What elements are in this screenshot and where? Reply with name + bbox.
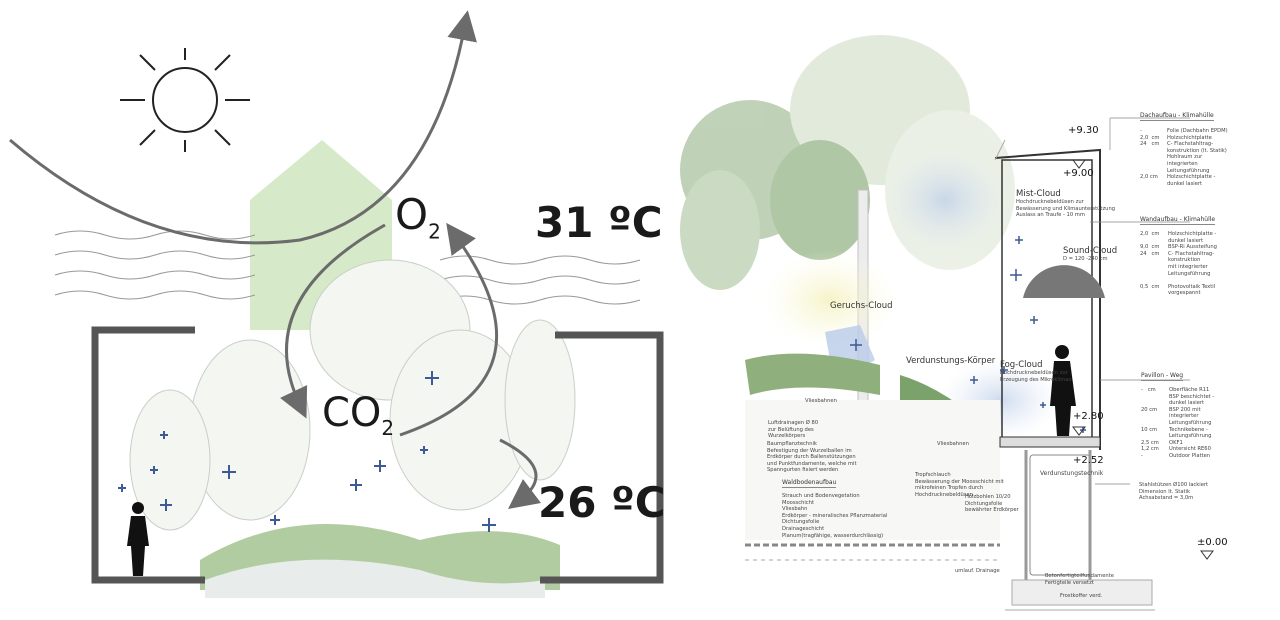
ground-mound [205, 559, 545, 598]
co2-subscript: 2 [381, 416, 395, 440]
wall-build-dims: 2,0 cm 9,0 cm 24 cm 0,5 cm [1140, 231, 1160, 290]
pavilion-structure [994, 139, 1155, 611]
pavilion-path-title: Pavillon - Weg [1141, 372, 1184, 381]
sun-path-arrow [9, 10, 477, 245]
humidity-plus-marks [118, 371, 496, 532]
roof-build-title: Dachaufbau - Klimahülle [1140, 112, 1214, 121]
forest-floor-body: Strauch und Bodenvegetation Moosschicht … [782, 493, 888, 539]
outside-temperature: 31 ºC [535, 198, 663, 247]
steel-columns-note: Stahlstützen Ø100 lackiert Dimension lt.… [1139, 482, 1209, 502]
sun-icon [120, 48, 250, 152]
evap-body-title: Verdunstungs-Körper [906, 356, 996, 366]
fog-cloud-title: Fog-Cloud [1000, 360, 1043, 370]
o2-to-co2-arrow [280, 223, 386, 419]
forest-floor-title: Waldbodenaufbau [782, 479, 837, 488]
inside-temperature: 26 ºC [538, 478, 666, 527]
note-frost: Frostkoffer verd. [1060, 593, 1103, 599]
pavilion-path-dims: - cm 20 cm 10 cm 2,5 cm 1,2 cm - [1141, 387, 1159, 459]
level-ground: ±0.00 [1197, 537, 1228, 548]
level-markers [1072, 159, 1214, 560]
planting-bed [745, 353, 880, 395]
co2-label: CO2 [322, 390, 394, 440]
mist-cloud-desc: Hochdrucknebeldüsen zur Bewässerung und … [1016, 199, 1116, 219]
level-under: +2.52 [1073, 455, 1104, 466]
sound-cloud-dome [1023, 265, 1105, 298]
note-fleece-2: Vliesbahnen [937, 441, 969, 447]
smell-cloud-title: Geruchs-Cloud [830, 301, 893, 311]
co2-to-o2-arrow [399, 222, 499, 437]
note-fleece-1: Vliesbahnen [805, 398, 837, 404]
note-drainage: umlauf. Drainage [955, 568, 1000, 574]
mist-cloud-title: Mist-Cloud [1016, 189, 1061, 199]
roof-build-body: Folie (Dachbahn EPDM) Holzschichtplatte … [1167, 128, 1228, 187]
note-evap-tech: Verdunstungstechnik [1040, 470, 1104, 477]
note-wood-planks: Holzbohlen 10/20 Dichtungsfolie bewährte… [965, 494, 1019, 514]
trees-sketch [129, 259, 576, 531]
soil-section [745, 400, 1000, 540]
wall-build-body: Holzschichtplatte - dunkel lasiert BSP-R… [1168, 231, 1217, 297]
level-floor: +2.80 [1073, 411, 1104, 422]
oxygen-label: O2 [395, 190, 441, 243]
right-plus-marks [850, 236, 1086, 433]
roof-build-dims: - 2,0 cm 24 cm 2,0 cm [1140, 128, 1160, 181]
sound-cloud-desc: D = 120 -240 cm [1063, 256, 1108, 262]
wall-build-title: Wandaufbau - Klimahülle [1140, 216, 1216, 225]
level-roof: +9.00 [1063, 168, 1094, 179]
smell-cloud-area [760, 250, 900, 350]
building-frame [91, 326, 664, 584]
level-roof-top: +9.30 [1068, 125, 1099, 136]
person-silhouette-right [1050, 345, 1076, 436]
o2-subscript: 2 [428, 219, 441, 244]
heat-waves [54, 230, 641, 305]
sound-cloud-title: Sound-Cloud [1063, 246, 1118, 256]
person-silhouette [127, 502, 149, 576]
note-tree-planting: Baumpflanztechnik Befestigung der Wurzel… [767, 441, 857, 474]
co2-base: CO [322, 390, 382, 436]
note-air-drainage: Luftdrainagen Ø 80 zur Belüftung des Wur… [768, 420, 819, 440]
mist-cloud-area [885, 150, 1005, 250]
note-drip-hose: Tropfschlauch Bewässerung der Moosschich… [915, 472, 1004, 498]
cooling-cycle-arrow [499, 438, 542, 510]
pavilion-path-body: Oberfläche R11 BSP beschichtet - dunkel … [1169, 387, 1215, 459]
o2-base: O [395, 190, 429, 239]
fog-cloud-desc: Hochdrucknebeldüsen zur Erzeugung des Mi… [1000, 370, 1072, 383]
note-foundation: Betonfertigteilfundamente Fertigteile ve… [1045, 573, 1114, 586]
